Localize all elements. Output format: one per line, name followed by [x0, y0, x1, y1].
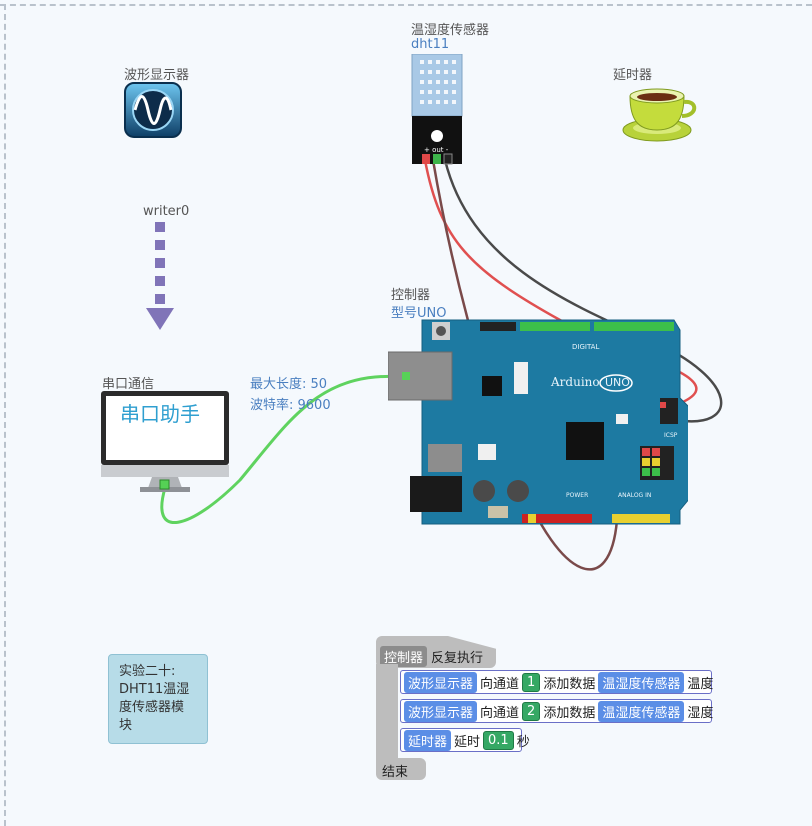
scope-label: 波形显示器: [124, 68, 190, 83]
board-model: UNO: [605, 376, 630, 389]
row1-channel-input[interactable]: 1: [522, 672, 541, 692]
sensor-label: 温湿度传感器: [411, 23, 490, 38]
row2-action: 向通道: [480, 705, 520, 721]
link-baud: 波特率: 9600: [250, 398, 331, 413]
hat-controller-chip[interactable]: 控制器: [380, 646, 428, 667]
row2-field[interactable]: 湿度: [687, 705, 714, 721]
row1-verb: 添加数据: [543, 676, 596, 692]
loop-block-header: 控制器 反复执行: [380, 646, 483, 667]
block-row-delay[interactable]: 延时器 延时 0.1 秒: [400, 728, 530, 752]
row1-device-chip[interactable]: 波形显示器: [404, 671, 478, 693]
arduino-uno-board[interactable]: [388, 318, 688, 526]
monitor-icon[interactable]: [100, 390, 230, 494]
canvas-top-border: [0, 4, 812, 6]
writer-label: writer0: [143, 204, 190, 219]
row2-device-chip[interactable]: 波形显示器: [404, 700, 478, 722]
loop-block-end[interactable]: 结束: [376, 758, 426, 780]
row2-verb: 添加数据: [543, 705, 596, 721]
experiment-note[interactable]: 实验二十: DHT11温湿 度传感器模 块: [108, 654, 208, 744]
board-brand: Arduino: [551, 375, 600, 389]
block-row-2[interactable]: 波形显示器 向通道 2 添加数据 温湿度传感器 湿度: [400, 699, 714, 723]
canvas-left-border: [4, 4, 6, 826]
row2-channel-input[interactable]: 2: [522, 701, 541, 721]
sensor-pins: + out -: [424, 146, 449, 154]
writer-arrow-icon: [146, 222, 174, 330]
teacup-icon[interactable]: [620, 82, 698, 144]
delay-device-chip[interactable]: 延时器: [404, 729, 452, 751]
row1-field[interactable]: 温度: [687, 676, 714, 692]
board-power-label: POWER: [566, 492, 589, 499]
serial-wire[interactable]: [160, 374, 406, 525]
sensor-model: dht11: [411, 37, 450, 52]
link-maxlen: 最大长度: 50: [250, 377, 328, 392]
board-digital-label: DIGITAL: [572, 343, 600, 351]
row1-action: 向通道: [480, 676, 520, 692]
row1-source-chip[interactable]: 温湿度传感器: [598, 671, 685, 693]
hat-loop-text: 反复执行: [431, 651, 484, 666]
controller-model: 型号UNO: [391, 306, 447, 321]
delay-action: 延时: [454, 734, 481, 750]
block-row-1[interactable]: 波形显示器 向通道 1 添加数据 温湿度传感器 温度: [400, 670, 714, 694]
board-analog-label: ANALOG IN: [618, 492, 652, 499]
scope-icon[interactable]: [124, 82, 182, 138]
dht11-sensor-icon[interactable]: [410, 54, 464, 166]
loop-block-spine: [376, 664, 398, 764]
end-text: 结束: [382, 765, 409, 780]
delay-label: 延时器: [613, 68, 653, 83]
controller-label: 控制器: [391, 288, 431, 303]
monitor-screen-text: 串口助手: [120, 402, 200, 426]
delay-unit: 秒: [516, 734, 530, 750]
board-icsp-label: ICSP: [664, 432, 678, 439]
serial-label: 串口通信: [102, 377, 155, 392]
delay-value-input[interactable]: 0.1: [483, 730, 514, 750]
row2-source-chip[interactable]: 温湿度传感器: [598, 700, 685, 722]
